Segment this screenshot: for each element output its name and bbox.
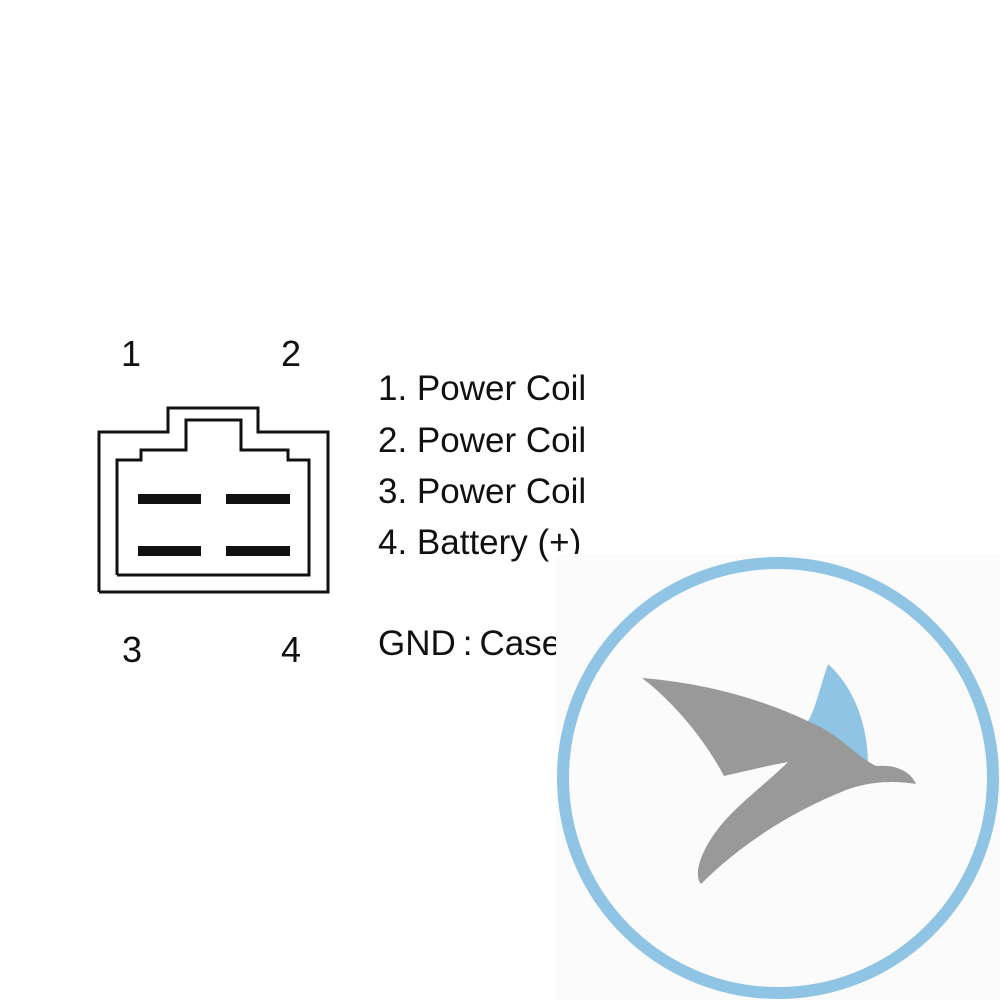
terminal-4 [226, 546, 290, 556]
logo-ring [557, 557, 999, 999]
connector-icon [97, 406, 330, 594]
connector-outer-shell [97, 406, 330, 594]
terminal-2 [226, 494, 290, 504]
logo-bird-fin [806, 664, 868, 764]
pin-number-1: 1 [121, 333, 142, 374]
bird-logo-icon [557, 557, 999, 999]
legend-pin-4: 4. Battery (+) [378, 523, 582, 562]
pin-number-3: 3 [122, 629, 143, 670]
terminal-1 [138, 494, 201, 504]
connector-inner-cavity [115, 418, 311, 577]
logo-bird-body [642, 678, 916, 884]
legend-pin-2: 2. Power Coil [378, 421, 587, 460]
legend-pin-3: 3. Power Coil [378, 472, 587, 511]
pin-number-2: 2 [281, 333, 302, 374]
legend-ground: GND : Case [378, 624, 562, 663]
legend-pin-1: 1. Power Coil [378, 369, 587, 408]
pin-number-4: 4 [281, 629, 302, 670]
terminal-3 [138, 546, 201, 556]
